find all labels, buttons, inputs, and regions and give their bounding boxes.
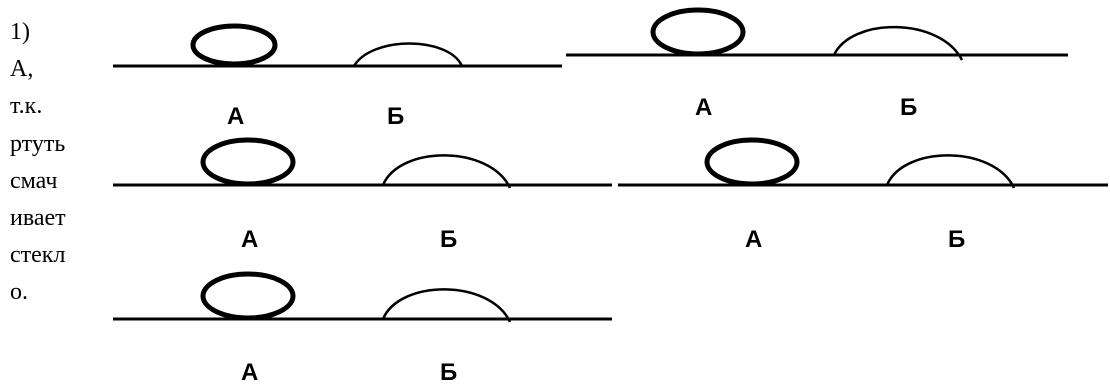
drop-a-shape xyxy=(190,23,278,67)
drop-figure-5: А Б xyxy=(0,0,612,385)
drop-b-shape xyxy=(885,154,1016,189)
drop-b-label: Б xyxy=(900,94,917,121)
drop-figure-1: А Б xyxy=(0,0,562,130)
drop-a-shape xyxy=(200,137,296,187)
answer-text: 1) А, т.к. ртуть смач ивает стекл о. xyxy=(10,14,110,312)
drop-a-label: А xyxy=(241,226,258,253)
drop-b-shape xyxy=(381,288,512,323)
answer-line: стекл xyxy=(10,242,66,269)
answer-line: смач xyxy=(10,167,58,194)
drop-b-shape xyxy=(381,154,512,189)
drop-a-label: А xyxy=(241,359,258,385)
drop-b-label: Б xyxy=(948,226,965,253)
answer-line: т.к. xyxy=(10,93,43,120)
drop-a-label: А xyxy=(227,103,244,130)
answer-line: ивает xyxy=(10,204,66,231)
drop-figure-3: А Б xyxy=(0,0,612,253)
drop-a-shape xyxy=(200,271,296,321)
drop-a-label: А xyxy=(745,226,762,253)
drop-b-label: Б xyxy=(440,359,457,385)
drop-a-label: А xyxy=(695,94,712,121)
answer-line: А, xyxy=(10,56,34,83)
drop-a-shape xyxy=(704,137,800,187)
answer-line: о. xyxy=(10,279,28,306)
drop-figure-2: А Б xyxy=(0,0,1068,121)
drop-b-label: Б xyxy=(440,226,457,253)
answer-line: 1) xyxy=(10,19,30,45)
answer-line: ртуть xyxy=(10,130,66,157)
drop-b-label: Б xyxy=(387,103,404,130)
drop-figure-4: А Б xyxy=(0,0,1108,253)
drop-b-shape xyxy=(832,25,964,61)
drop-b-shape xyxy=(352,42,464,67)
drop-a-shape xyxy=(650,7,746,57)
